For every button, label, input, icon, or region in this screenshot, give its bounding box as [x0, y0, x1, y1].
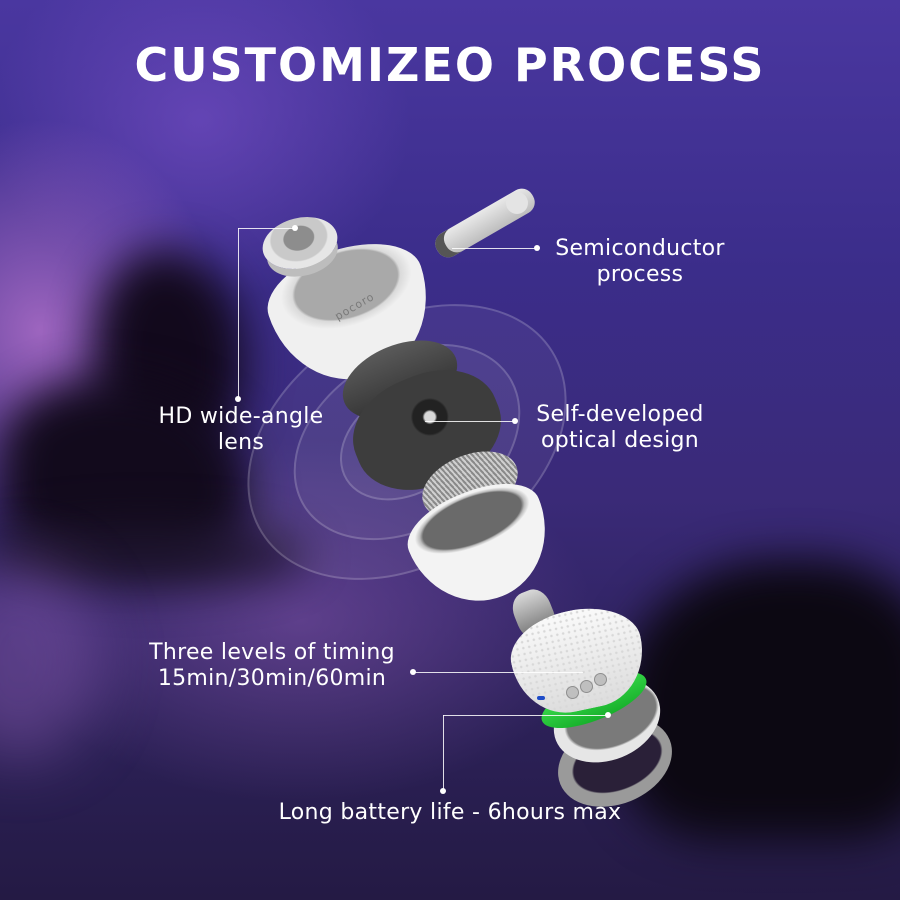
callout-line-optical	[425, 421, 515, 422]
callout-semiconductor: Semiconductor process	[540, 236, 740, 288]
callout-optical-line1: Self-developed	[536, 402, 704, 427]
callout-line-battery-vertical	[443, 715, 444, 790]
callout-lens-line1: HD wide-angle	[158, 404, 324, 429]
semiconductor-chip-knob	[506, 192, 528, 214]
callout-line-timing	[413, 672, 583, 673]
callout-battery: Long battery life - 6hours max	[240, 800, 660, 826]
callout-timing-line2: 15min/30min/60min	[157, 666, 387, 691]
callout-line-battery-horizontal	[443, 715, 608, 716]
callout-dot-optical	[512, 418, 518, 424]
callout-dot-timing	[410, 669, 416, 675]
callout-timing: Three levels of timing 15min/30min/60min	[132, 640, 412, 692]
callout-optical-line2: optical design	[540, 428, 700, 453]
callout-optical: Self-developed optical design	[520, 402, 720, 454]
callout-lens-line2: lens	[217, 430, 265, 455]
callout-semiconductor-line2: process	[596, 262, 684, 287]
callout-timing-line1: Three levels of timing	[149, 640, 395, 665]
callout-line-lens-vertical	[238, 228, 239, 398]
callout-dot-lens-target	[292, 225, 298, 231]
rock-silhouette-right	[620, 560, 900, 840]
control-button-2	[580, 680, 593, 693]
callout-dot-semiconductor	[534, 245, 540, 251]
callout-line-lens-horizontal	[238, 228, 293, 229]
callout-lens: HD wide-angle lens	[146, 404, 336, 456]
callout-dot-lens	[235, 396, 241, 402]
callout-battery-line1: Long battery life - 6hours max	[278, 800, 622, 825]
callout-semiconductor-line1: Semiconductor	[555, 236, 725, 261]
page-title: CUSTOMIZEO PROCESS	[134, 38, 766, 92]
control-button-3	[594, 673, 607, 686]
status-led	[537, 696, 545, 700]
callout-dot-battery	[440, 788, 446, 794]
callout-line-semiconductor	[452, 248, 538, 249]
callout-dot-battery-target	[605, 712, 611, 718]
water-reflection	[0, 520, 310, 590]
control-button-1	[566, 686, 579, 699]
